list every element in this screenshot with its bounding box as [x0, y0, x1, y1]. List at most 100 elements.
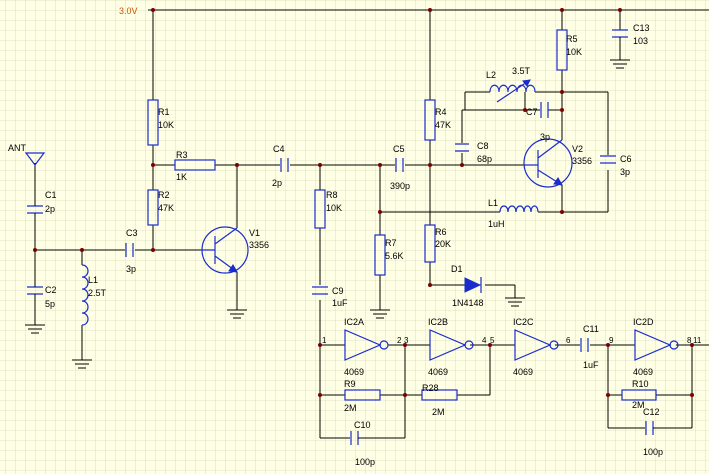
r3-ref: R3 [176, 150, 188, 160]
c5-ref: C5 [393, 144, 405, 154]
resistor-r10 [621, 389, 657, 401]
ic2b-value: 4069 [428, 367, 448, 377]
resistor-r8 [314, 189, 326, 229]
c9-value: 1uF [332, 298, 348, 308]
r4-value: 47K [435, 120, 451, 130]
c1-ref: C1 [45, 190, 57, 200]
resistor-r4 [424, 99, 436, 141]
capacitor-c5 [395, 158, 404, 172]
c2-value: 5p [45, 299, 55, 309]
ic2a-ref: IC2A [344, 317, 364, 327]
c5-value: 390p [390, 181, 410, 191]
pin-8: 8 [687, 336, 692, 345]
l1b-value: 1uH [488, 219, 505, 229]
c7-ref: C7 [526, 107, 538, 117]
pin-11: 11 [693, 336, 702, 345]
r8-ref: R8 [326, 190, 338, 200]
c7-value: 3p [540, 132, 550, 142]
pin-4: 4 [482, 336, 487, 345]
capacitor-c10 [350, 431, 365, 445]
resistor-r2 [147, 189, 159, 226]
inverter-ic2c [514, 329, 559, 361]
resistor-r9 [344, 389, 381, 401]
resistor-r1 [147, 99, 159, 146]
pin-9: 9 [609, 336, 614, 345]
resistor-r6 [424, 224, 436, 263]
pin-5: 5 [490, 336, 495, 345]
antenna-label: ANT [8, 143, 27, 153]
d1-value: 1N4148 [452, 298, 484, 308]
capacitor-c8 [455, 143, 469, 152]
ic2c-value: 4069 [513, 367, 533, 377]
r7-value: 5.6K [385, 251, 404, 261]
antenna-symbol [24, 152, 46, 166]
l1a-value: 2.5T [88, 288, 107, 298]
c12-value: 100p [643, 447, 663, 457]
r1-value: 10K [158, 120, 174, 130]
v1-ref: V1 [249, 228, 260, 238]
r2-ref: R2 [158, 190, 170, 200]
r9-value: 2M [344, 403, 357, 413]
ic2d-value: 4069 [633, 367, 653, 377]
diode-d1 [464, 277, 482, 293]
c10-value: 100p [355, 457, 375, 467]
ic2a-value: 4069 [344, 367, 364, 377]
c11-value: 1uF [583, 360, 599, 370]
pin-3: 3 [404, 336, 409, 345]
inverter-ic2a [344, 329, 389, 361]
pin-2: 2 [397, 336, 402, 345]
resistor-r3 [174, 159, 216, 171]
inductor-l1-coil [81, 264, 89, 326]
inverter-ic2d [634, 329, 679, 361]
capacitor-c7 [540, 102, 549, 118]
r6-value: 20K [435, 239, 451, 249]
r2-value: 47K [158, 203, 174, 213]
r28-value: 2M [432, 407, 445, 417]
r10-value: 2M [632, 400, 645, 410]
c4-value: 2p [272, 178, 282, 188]
junction-dots [33, 8, 694, 397]
r3-value: 1K [176, 172, 187, 182]
pin-1: 1 [322, 336, 327, 345]
r9-ref: R9 [344, 379, 356, 389]
r6-ref: R6 [435, 227, 447, 237]
c13-value: 103 [633, 36, 648, 46]
r5-ref: R5 [566, 34, 578, 44]
capacitor-c9 [312, 286, 328, 295]
c11-ref: C11 [583, 324, 599, 334]
r8-value: 10K [326, 203, 342, 213]
c3-ref: C3 [126, 228, 138, 238]
inductor-l1-1uh-coil [499, 205, 539, 213]
c3-value: 3p [126, 264, 136, 274]
labels: 3.0V ANT C1 2p C2 5p L1 2.5T C3 3p R1 10… [8, 6, 702, 467]
r7-ref: R7 [385, 238, 397, 248]
capacitor-c3 [125, 243, 134, 257]
c8-ref: C8 [477, 141, 489, 151]
ic2d-ref: IC2D [633, 317, 654, 327]
r28-ref: R28 [422, 383, 439, 393]
r1-ref: R1 [158, 107, 170, 117]
resistor-r5 [556, 29, 568, 71]
power-label: 3.0V [119, 6, 138, 16]
inverter-ic2b [429, 329, 474, 361]
resistor-r28 [421, 389, 458, 401]
capacitor-c2 [27, 280, 43, 300]
c6-ref: C6 [620, 154, 632, 164]
c12-ref: C12 [643, 407, 660, 417]
capacitor-c6 [600, 155, 616, 164]
transistor-v1 [200, 226, 249, 274]
ic2b-ref: IC2B [428, 317, 448, 327]
c10-ref: C10 [354, 420, 371, 430]
pin-6: 6 [566, 336, 571, 345]
v2-ref: V2 [572, 144, 583, 154]
c8-value: 68p [477, 154, 492, 164]
ground-symbols [25, 59, 630, 369]
transistor-v2 [523, 138, 573, 188]
ic2c-ref: IC2C [513, 317, 534, 327]
c6-value: 3p [620, 167, 630, 177]
c9-ref: C9 [332, 286, 344, 296]
r10-ref: R10 [632, 379, 649, 389]
l2-ref: L2 [486, 70, 496, 80]
capacitor-c12 [645, 421, 658, 435]
